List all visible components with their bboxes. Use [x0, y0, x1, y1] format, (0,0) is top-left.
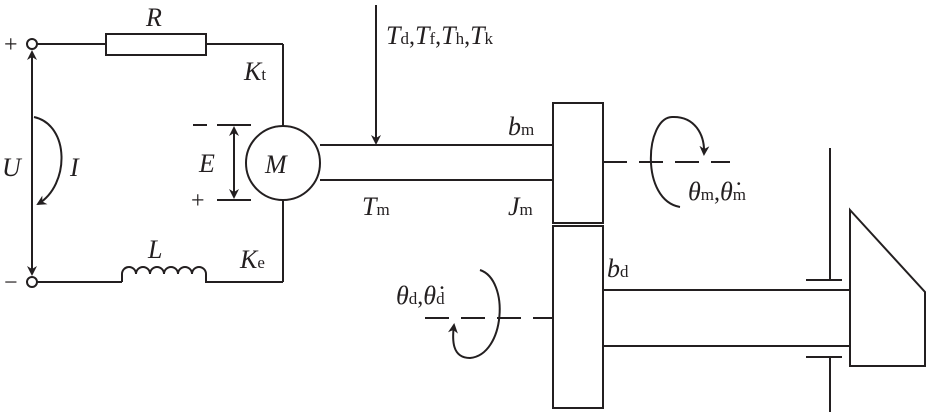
minus-sign: − [4, 270, 18, 296]
inductor-label: L [147, 235, 162, 264]
emf-constant-label: Ke [239, 245, 265, 274]
bevel-gear [849, 207, 926, 367]
motor-angle-label: θm,θ̇m [688, 177, 746, 206]
disturbance-torques-label: Td,Tf,Th,Tk [386, 21, 494, 50]
positive-terminal [26, 38, 38, 50]
motor-label: M [264, 150, 288, 179]
resistor-label: R [145, 3, 162, 32]
motor-rotation-arrow [649, 115, 710, 208]
emf-plus: + [191, 188, 205, 214]
voltage-label: U [2, 153, 23, 182]
motor-damping-label: bm [508, 112, 534, 141]
load-rotation-arrow [447, 269, 501, 360]
motor-gear [552, 102, 604, 224]
inductor [121, 266, 283, 283]
resistor [105, 33, 207, 56]
emf-label: E [198, 149, 215, 178]
load-damping-label: bd [607, 254, 629, 283]
mechanics: Td,Tf,Th,Tk Tm bm Jm θm,θ̇m θd,θ̇d bd [320, 5, 926, 412]
current-arrow [33, 116, 63, 206]
bearing [806, 148, 842, 412]
circuit: + − U I R L Kt Ke M + E [2, 3, 321, 296]
motor-inertia-label: Jm [508, 192, 533, 221]
plus-sign: + [4, 32, 18, 58]
current-label: I [69, 153, 80, 182]
load-angle-label: θd,θ̇d [396, 281, 445, 310]
motor [245, 125, 321, 201]
motor-torque-label: Tm [362, 192, 390, 221]
load-gear [552, 225, 604, 409]
torque-constant-label: Kt [243, 57, 266, 86]
negative-terminal [26, 276, 38, 288]
